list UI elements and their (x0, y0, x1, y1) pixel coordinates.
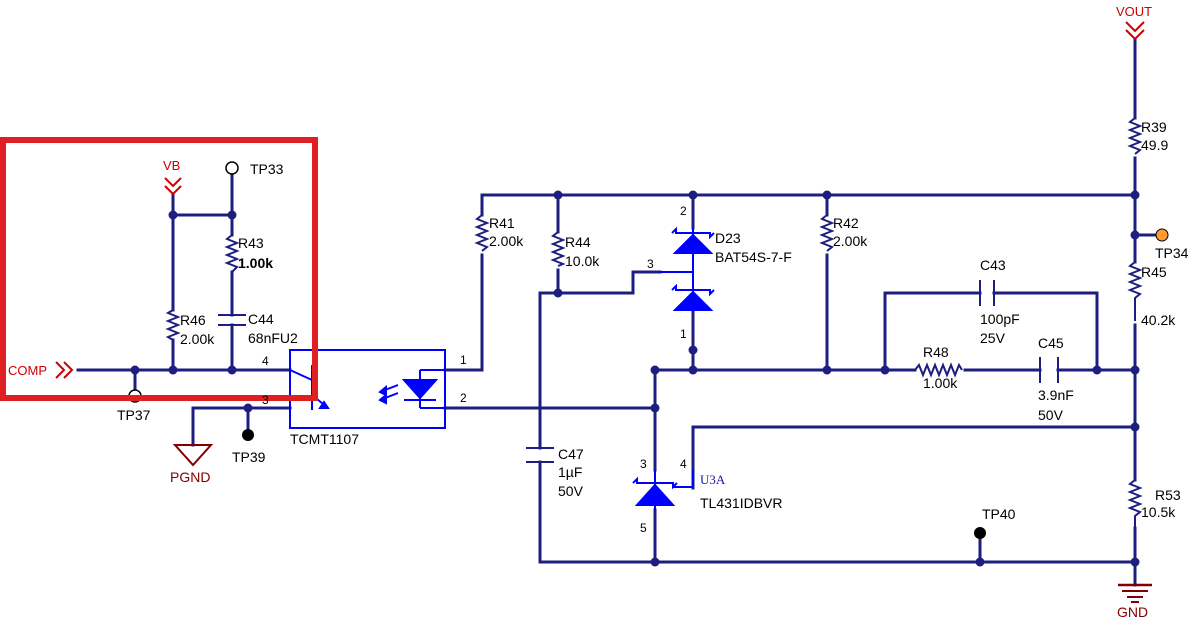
r44-value: 10.0k (565, 253, 600, 269)
vb-symbol (164, 177, 182, 196)
c43-value: 100pF (980, 311, 1020, 327)
tp37-label: TP37 (117, 407, 151, 423)
tp40-marker (974, 527, 986, 539)
r42-value: 2.00k (833, 233, 868, 249)
opto-value: TCMT1107 (290, 431, 359, 447)
tl431-shunt-regulator (632, 470, 694, 510)
tp34-label: TP34 (1155, 245, 1189, 261)
r45-body (1127, 261, 1143, 321)
net-pgnd: PGND (170, 469, 210, 485)
r44-body (550, 231, 566, 267)
r46-ref: R46 (180, 312, 206, 328)
r53-body (1127, 479, 1143, 528)
u3-pin-4: 4 (680, 457, 687, 471)
r41-body (474, 214, 490, 252)
vout-symbol (1125, 21, 1145, 41)
r48-value: 1.00k (923, 375, 958, 391)
net-gnd: GND (1117, 604, 1148, 620)
tp39-label: TP39 (232, 449, 266, 465)
highlight-box (0, 137, 318, 401)
c47-ref: C47 (558, 446, 584, 462)
r53-ref: R53 (1155, 487, 1181, 503)
d23-ref: D23 (715, 230, 741, 246)
r43-ref: R43 (238, 235, 264, 251)
opto-pin-1: 1 (460, 353, 467, 367)
r48-ref: R48 (923, 344, 949, 360)
u3a-ref: U3A (700, 472, 726, 487)
tp33-marker (225, 161, 239, 175)
c44-ref: C44 (248, 311, 274, 327)
r43-body (224, 234, 240, 273)
r41-value: 2.00k (489, 233, 524, 249)
c47-voltage: 50V (558, 483, 584, 499)
r53-value: 10.5k (1141, 504, 1176, 520)
r45-value: 40.2k (1141, 312, 1176, 328)
d23-pin-2: 2 (680, 204, 687, 218)
opto-outline (289, 349, 446, 429)
opto-pin-4: 4 (262, 354, 269, 368)
tp40-label: TP40 (982, 506, 1016, 522)
u3-pin-5: 5 (640, 521, 647, 535)
c45-voltage: 50V (1038, 407, 1064, 423)
comp-port-symbol (55, 361, 74, 379)
net-comp: COMP (8, 363, 47, 378)
tp33-label: TP33 (250, 161, 284, 177)
c43-body (979, 280, 995, 306)
c44-body (218, 314, 246, 326)
c43-ref: C43 (980, 257, 1006, 273)
gnd-symbol (1118, 583, 1152, 603)
u3-pin-3: 3 (640, 457, 647, 471)
net-vb: VB (163, 158, 180, 173)
d23-value: BAT54S-7-F (715, 249, 792, 265)
r46-body (165, 309, 181, 341)
opto-pin-2: 2 (460, 391, 467, 405)
r41-ref: R41 (489, 215, 515, 231)
r45-ref: R45 (1141, 264, 1167, 280)
tp39-marker (242, 429, 254, 441)
r48-body (914, 362, 963, 378)
r39-value: 49.9 (1141, 137, 1168, 153)
d23-diode-pair (660, 226, 715, 312)
net-vout: VOUT (1116, 4, 1152, 19)
opto-pin-3: 3 (262, 393, 269, 407)
c47-value: 1µF (558, 464, 582, 480)
r39-ref: R39 (1141, 119, 1167, 135)
c45-value: 3.9nF (1038, 387, 1074, 403)
resistors (165, 117, 1143, 528)
r42-body (819, 214, 835, 252)
capacitors (218, 280, 1059, 463)
c45-ref: C45 (1038, 335, 1064, 351)
r39-body (1127, 117, 1143, 155)
d23-pin-1: 1 (680, 327, 687, 341)
r44-ref: R44 (565, 234, 591, 250)
labels: VOUT VB COMP PGND GND TP33 TP34 TP37 TP3… (8, 4, 1189, 620)
c44-value: 68nFU2 (248, 330, 298, 346)
optocoupler (289, 349, 446, 429)
c47-body (526, 447, 554, 463)
c45-body (1039, 357, 1059, 383)
tp34-marker (1155, 228, 1169, 242)
u3a-value: TL431IDBVR (700, 495, 782, 511)
r42-ref: R42 (833, 215, 859, 231)
r43-value: 1.00k (238, 255, 273, 271)
d23-pin-3: 3 (647, 257, 654, 271)
r46-value: 2.00k (180, 331, 215, 347)
pgnd-symbol (172, 444, 214, 467)
c43-voltage: 25V (980, 330, 1006, 346)
junctions (130, 190, 1140, 567)
